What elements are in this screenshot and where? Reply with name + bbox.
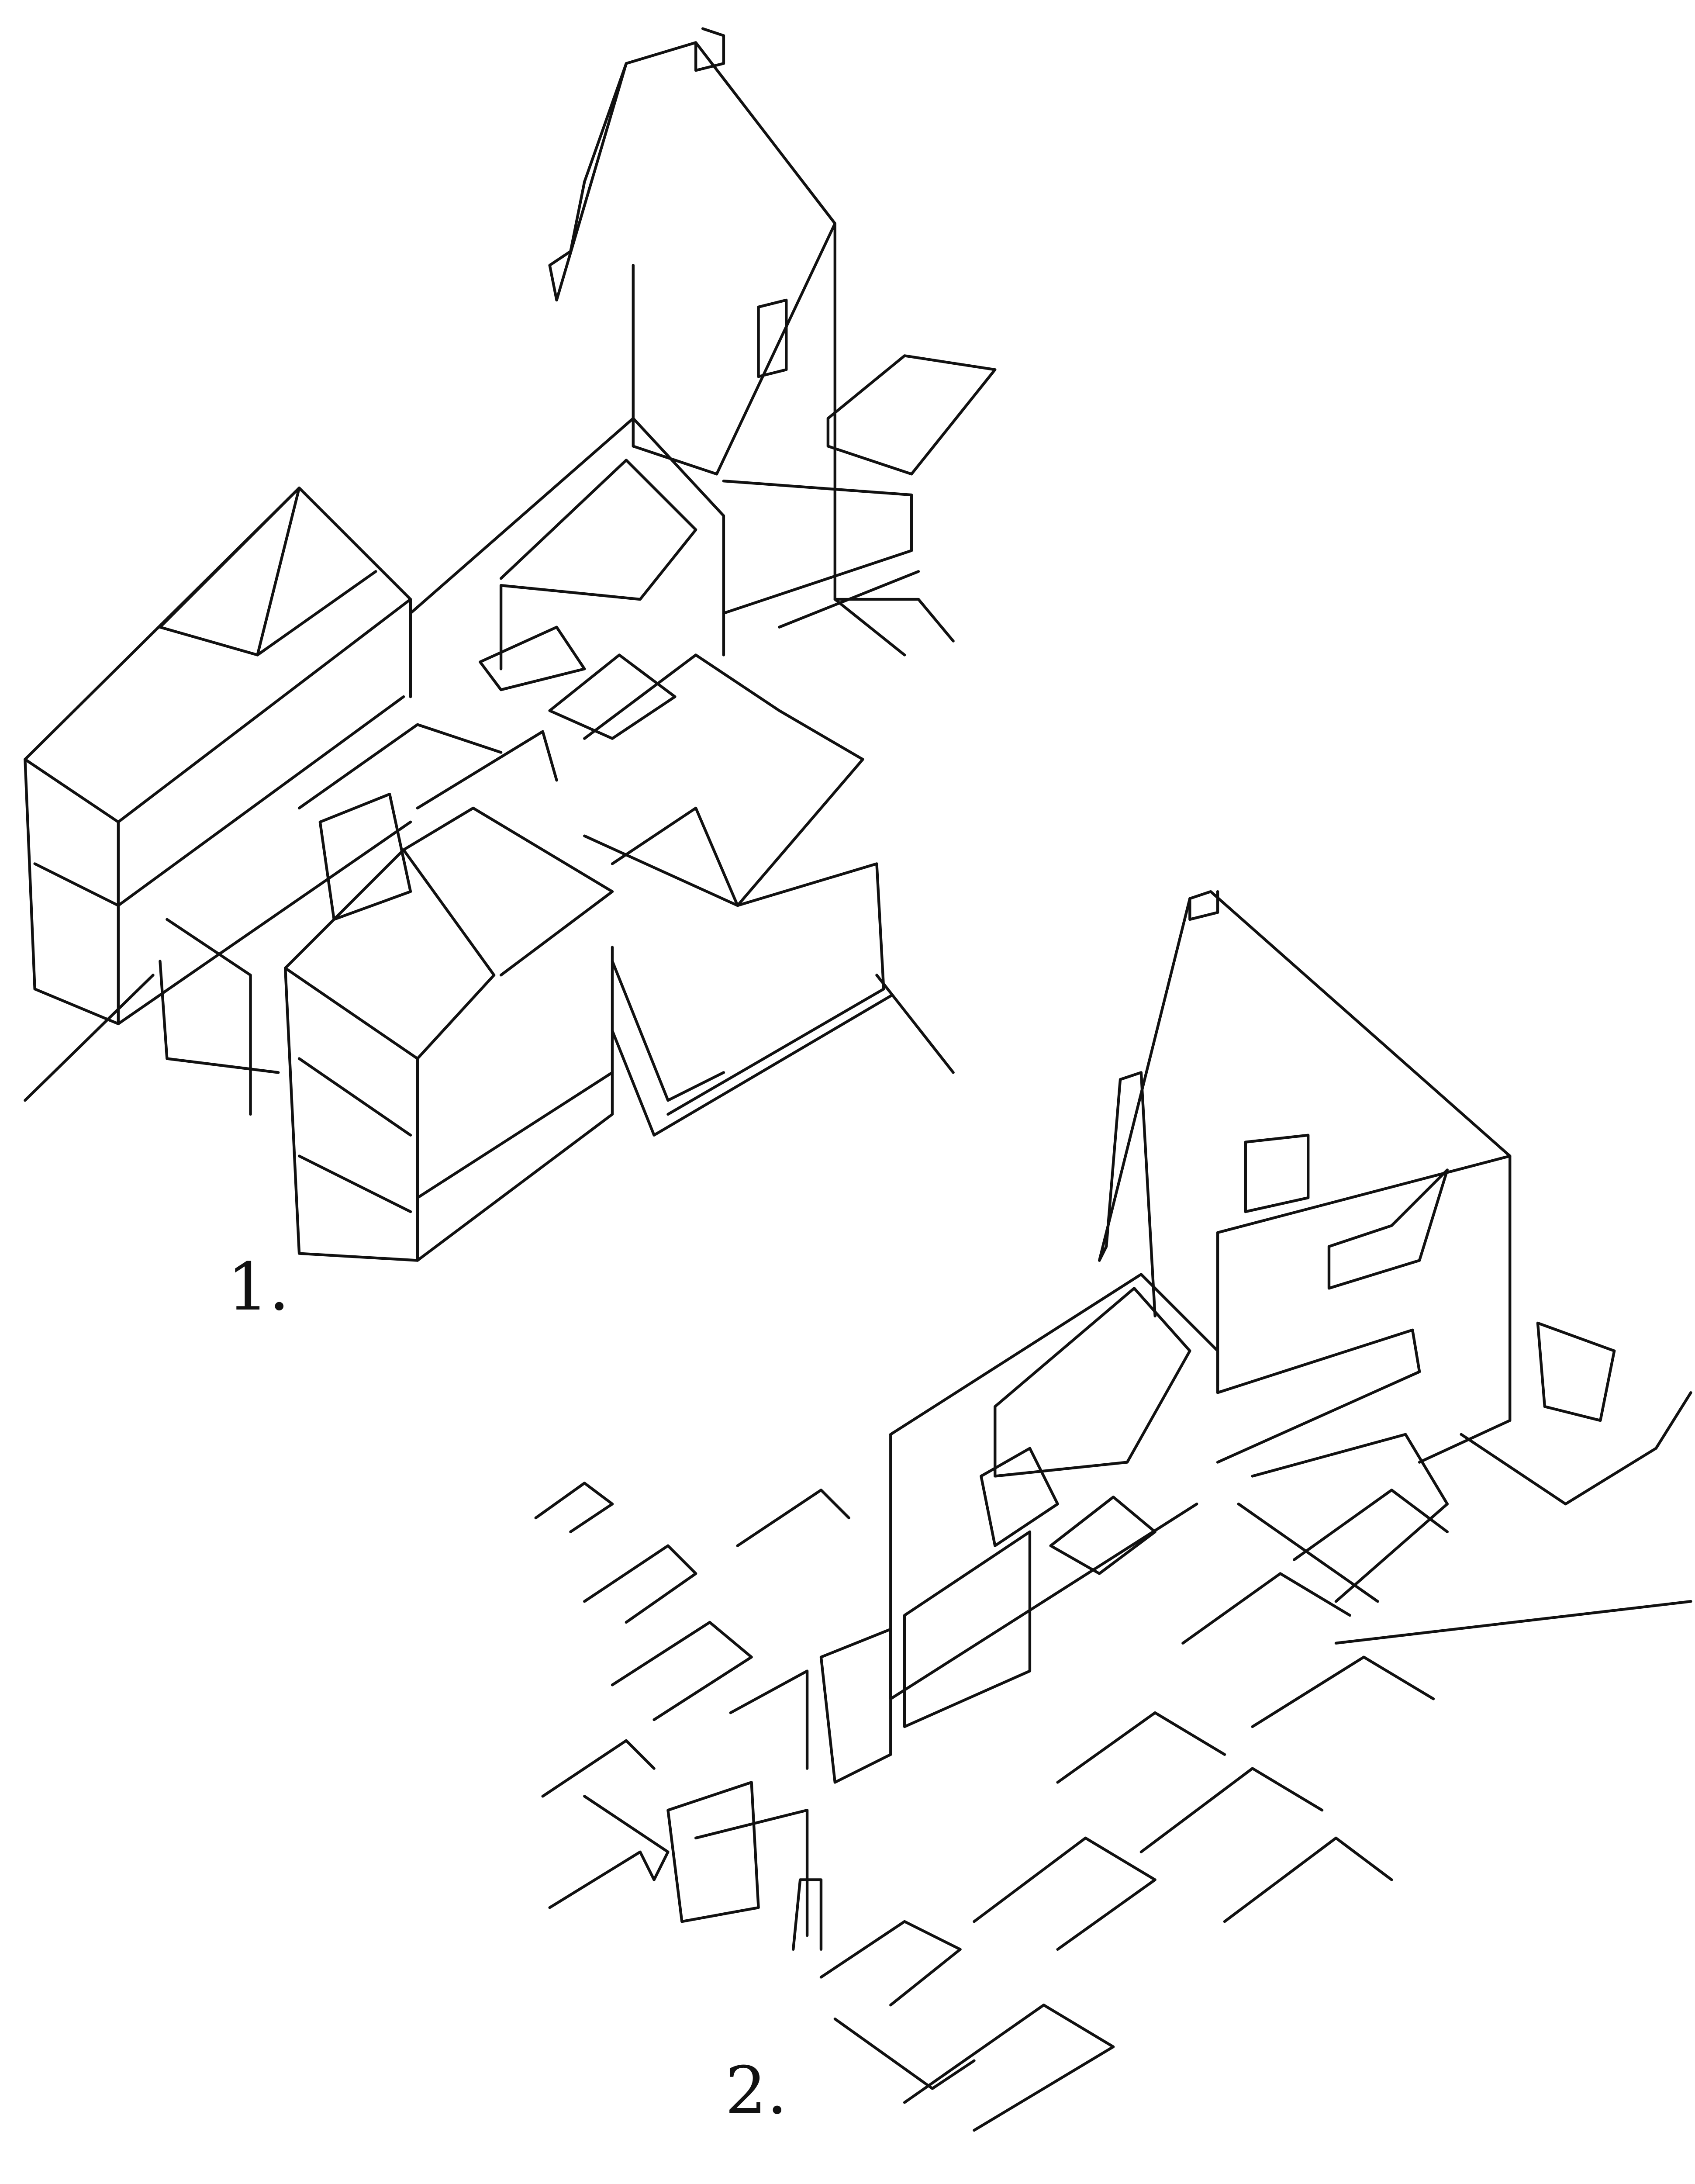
axonometric-drawing-2 xyxy=(534,890,1692,2132)
drawing-label-2: 2. xyxy=(725,2053,788,2129)
drawing-label-1: 1. xyxy=(227,1249,290,1325)
axonometric-drawing-1 xyxy=(24,27,997,1262)
